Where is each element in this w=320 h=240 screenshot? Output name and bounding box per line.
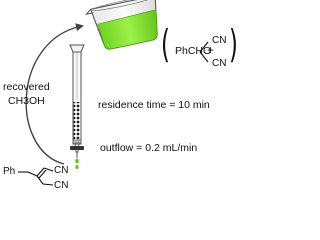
recovered-solvent-formula: CH3OH	[8, 95, 45, 107]
malononitrile-structure	[199, 41, 209, 63]
product-cn-bottom: CN	[54, 180, 69, 190]
plus-sign: +	[207, 43, 215, 57]
malononitrile-cn-bottom: CN	[212, 58, 227, 69]
packed-column	[69, 44, 85, 158]
output-drops	[75, 158, 79, 170]
residence-time-label: residence time = 10 min	[98, 99, 210, 111]
outflow-label: outflow = 0.2 mL/min	[100, 142, 198, 154]
product-structure	[18, 167, 54, 186]
reagents-paren-right: )	[228, 22, 238, 66]
column-packing	[73, 102, 81, 140]
stopcock	[70, 146, 84, 150]
pouring-beaker	[85, 0, 158, 50]
reaction-solution	[97, 9, 158, 50]
flow-chemistry-scheme: recovered CH3OH residence time = 10 min …	[3, 0, 238, 190]
product-cn-top: CN	[54, 165, 69, 176]
recovered-label: recovered	[3, 81, 50, 93]
aldehyde-label: PhCHO	[175, 45, 212, 57]
malononitrile-cn-top: CN	[212, 35, 227, 46]
scheme-graphics	[18, 0, 209, 186]
reagents-paren-left: (	[160, 22, 170, 66]
recycle-arrow	[25, 23, 84, 165]
product-phenyl-label: Ph	[3, 166, 16, 177]
